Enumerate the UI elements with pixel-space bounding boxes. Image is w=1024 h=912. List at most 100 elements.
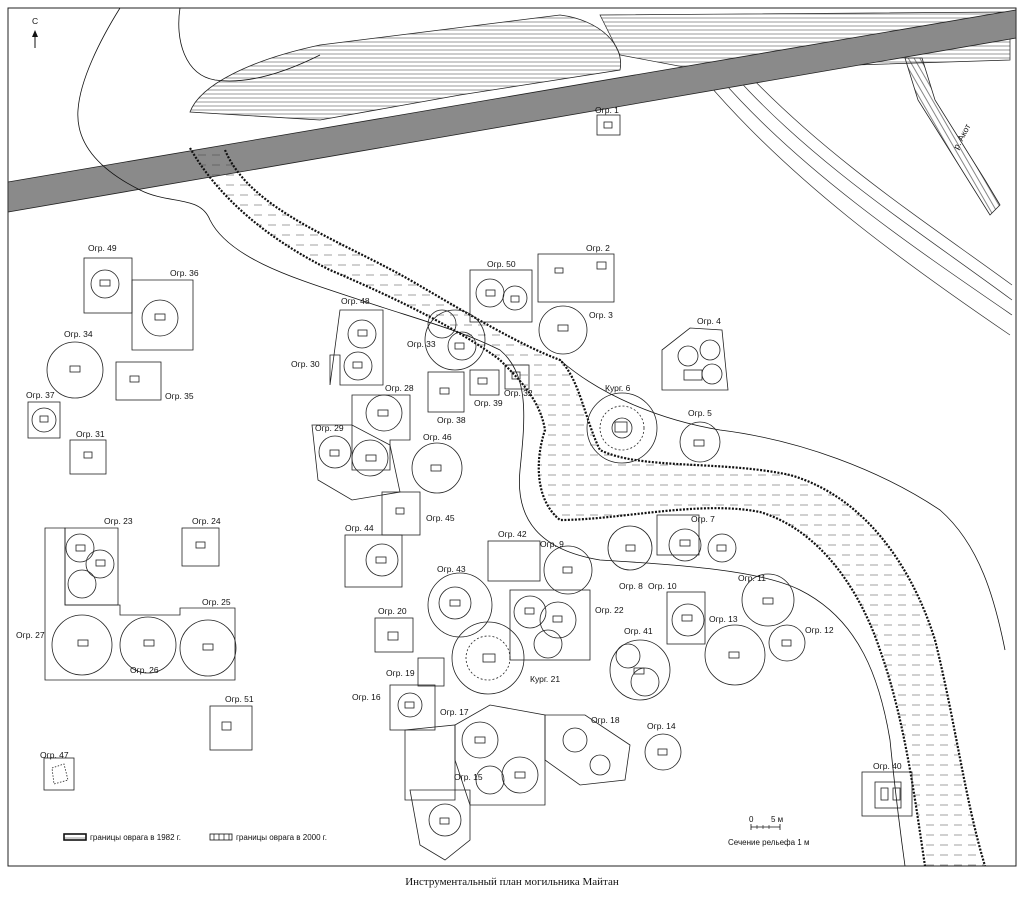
enclosure-31 (69, 439, 107, 475)
enclosure-33 (424, 309, 486, 371)
enclosure-45 (381, 491, 421, 536)
label-ogr13: Огр. 13 (709, 614, 738, 624)
river (904, 57, 1001, 216)
legend: границы оврага в 1982 г. границы оврага … (63, 833, 327, 842)
label-ogr36: Огр. 36 (170, 268, 199, 278)
gully-boundary-2000 (77, 7, 1006, 867)
label-ogr44: Огр. 44 (345, 523, 374, 533)
enclosure-40 (861, 771, 913, 817)
enclosure-13 (704, 624, 766, 686)
legend-label-2000: границы оврага в 2000 г. (236, 833, 327, 842)
label-ogr10: Огр. 10 (648, 581, 677, 591)
label-ogr51: Огр. 51 (225, 694, 254, 704)
legend-swatch-1982 (63, 833, 87, 841)
enclosure-46 (411, 442, 463, 494)
ravine (190, 148, 985, 866)
enclosure-29 (311, 424, 401, 501)
label-ogr14: Огр. 14 (647, 721, 676, 731)
scale-relief: Сечение рельефа 1 м (728, 838, 809, 847)
enclosure-1 (596, 114, 621, 136)
label-ogr22: Огр. 22 (595, 605, 624, 615)
enclosure-51 (209, 705, 253, 751)
label-ogr38: Огр. 38 (437, 415, 466, 425)
enclosure-26-27 (44, 527, 236, 681)
label-ogr45: Огр. 45 (426, 513, 455, 523)
label-ogr47: Огр. 47 (40, 750, 69, 760)
enclosure-24 (181, 527, 220, 567)
legend-label-1982: границы оврага в 1982 г. (90, 833, 181, 842)
enclosure-36 (131, 279, 194, 351)
map-caption: Инструментальный план могильника Майтан (405, 876, 619, 888)
label-ogr29: Огр. 29 (315, 423, 344, 433)
label-ogr15: Огр. 15 (454, 772, 483, 782)
label-ogr11: Огр. 11 (738, 573, 766, 583)
enclosure-12 (768, 624, 806, 662)
label-kurg6: Кург. 6 (605, 383, 631, 393)
enclosure-50 (469, 269, 533, 323)
enclosure-32 (504, 364, 530, 390)
label-ogr1: Огр. 1 (595, 105, 619, 115)
enclosure-20 (374, 617, 414, 653)
scale-zero: 0 (749, 815, 754, 824)
enclosure-19 (417, 657, 445, 687)
label-ogr42: Огр. 42 (498, 529, 527, 539)
kurgan-6 (586, 392, 658, 464)
label-ogr40: Огр. 40 (873, 761, 902, 771)
label-ogr27: Огр. 27 (16, 630, 45, 640)
enclosure-42 (487, 540, 541, 582)
label-ogr18: Огр. 18 (591, 715, 620, 725)
enclosure-11 (741, 573, 795, 627)
label-ogr17: Огр. 17 (440, 707, 469, 717)
enclosure-38 (427, 371, 465, 413)
label-ogr35: Огр. 35 (165, 391, 194, 401)
label-ogr49: Огр. 49 (88, 243, 117, 253)
enclosure-4 (661, 327, 729, 391)
enclosure-35 (115, 361, 162, 401)
enclosure-9 (543, 545, 593, 595)
enclosure-26 (119, 616, 177, 674)
label-ogr2: Огр. 2 (586, 243, 610, 253)
map-frame (7, 7, 1017, 867)
scale-five: 5 м (771, 815, 783, 824)
label-ogr16: Огр. 16 (352, 692, 381, 702)
enclosure-18 (544, 714, 631, 786)
label-ogr4: Огр. 4 (697, 316, 721, 326)
enclosure-8 (607, 525, 653, 571)
enclosure-3 (538, 305, 588, 355)
kurgan-21 (451, 621, 525, 695)
enclosure-25 (179, 619, 237, 677)
label-ogr19: Огр. 19 (386, 668, 415, 678)
label-ogr41: Огр. 41 (624, 626, 653, 636)
label-ogr3: Огр. 3 (589, 310, 613, 320)
scale-bar: 0 5 м Сечение рельефа 1 м (728, 815, 809, 847)
label-ogr31: Огр. 31 (76, 429, 105, 439)
enclosure-43 (427, 572, 493, 638)
label-ogr50: Огр. 50 (487, 259, 516, 269)
enclosure-10 (666, 591, 706, 645)
enclosure-48 (329, 309, 384, 386)
label-ogr37: Огр. 37 (26, 390, 55, 400)
feature-labels: Огр. 1 Огр. 2 Огр. 3 Огр. 4 Огр. 5 Кург.… (16, 105, 902, 782)
enclosure-34 (46, 341, 104, 399)
label-ogr34: Огр. 34 (64, 329, 93, 339)
enclosure-16 (389, 684, 436, 731)
label-ogr30: Огр. 30 (291, 359, 320, 369)
grave-pits (39, 121, 901, 825)
enclosure-47 (43, 757, 75, 791)
label-ogr20: Огр. 20 (378, 606, 407, 616)
enclosure-14 (644, 733, 682, 771)
road (7, 9, 1017, 213)
embankment-hatched (189, 14, 622, 121)
label-ogr48: Огр. 48 (341, 296, 370, 306)
enclosure-22 (509, 589, 591, 661)
label-ogr25: Огр. 25 (202, 597, 231, 607)
enclosure-41 (609, 639, 671, 701)
gully-boundary-1982 (189, 147, 987, 867)
enclosure-7 (656, 514, 700, 556)
legend-swatch-2000 (209, 833, 233, 841)
label-ogr23: Огр. 23 (104, 516, 133, 526)
label-ogr24: Огр. 24 (192, 516, 221, 526)
enclosure-5 (679, 421, 721, 463)
label-ogr7: Огр. 7 (691, 514, 715, 524)
enclosure-15 (409, 789, 471, 861)
